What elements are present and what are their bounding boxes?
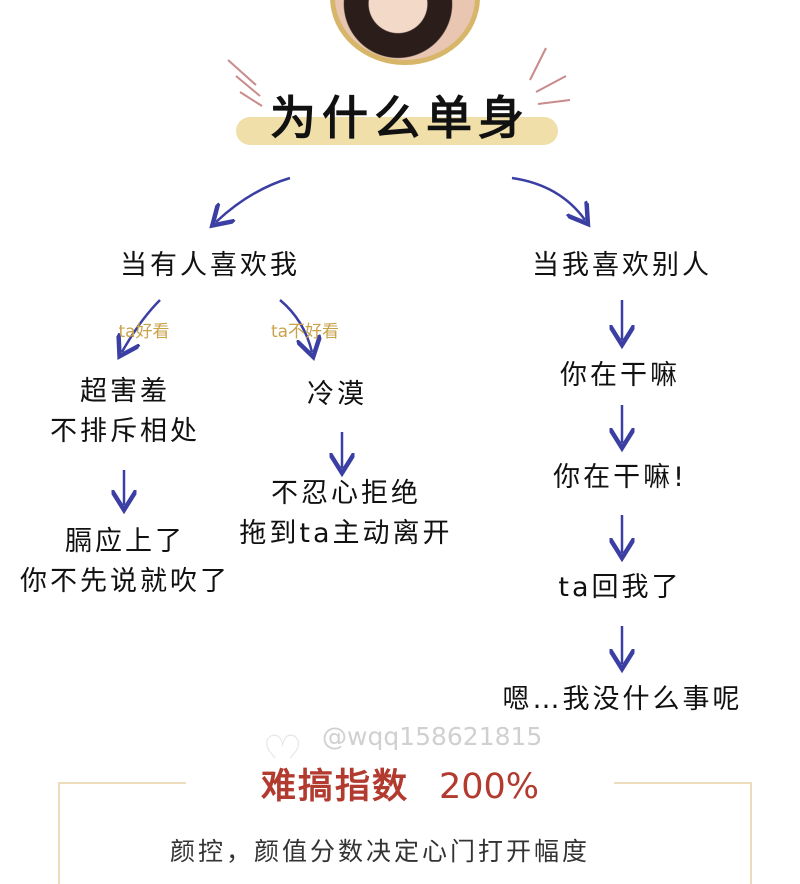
step-3: ta回我了 <box>558 572 682 603</box>
result-ends: 你不先说就吹了 <box>20 566 230 597</box>
watermark-handle: @wqq158621815 <box>322 722 543 751</box>
arrow-to-left-branch <box>216 176 291 222</box>
arrow-to-attractive <box>122 299 161 352</box>
reaction-cold: 冷漠 <box>307 379 367 410</box>
diagram-lines <box>0 47 800 853</box>
step-4: 嗯…我没什么事呢 <box>502 684 743 715</box>
rating-value: 200% <box>438 767 540 807</box>
burst-right-icon <box>529 47 571 105</box>
rating-label: 难搞指数 <box>260 767 409 807</box>
arrow-to-right-branch <box>511 176 585 220</box>
reaction-open: 不排斥相处 <box>50 416 200 447</box>
reaction-shy: 超害羞 <box>80 376 170 407</box>
step-1: 你在干嘛 <box>560 360 680 391</box>
condition-attractive: ta好看 <box>118 322 170 342</box>
burst-left-icon <box>227 59 263 107</box>
arrow-to-unattractive <box>279 299 312 352</box>
left-branch-label: 当有人喜欢我 <box>120 250 300 281</box>
right-branch-label: 当我喜欢别人 <box>532 250 712 281</box>
title-highlight <box>236 117 558 145</box>
step-2: 你在干嘛! <box>553 462 687 493</box>
rating-description: 颜控，颜值分数决定心门打开幅度 <box>170 837 591 866</box>
result-disgusted: 膈应上了 <box>65 526 185 557</box>
rating-title: 难搞指数 200% <box>186 758 614 809</box>
condition-unattractive: ta不好看 <box>270 322 340 342</box>
result-cant-refuse: 不忍心拒绝 <box>271 478 421 509</box>
result-drag-on: 拖到ta主动离开 <box>239 518 453 549</box>
diagram-title: 为什么单身 <box>270 91 530 145</box>
